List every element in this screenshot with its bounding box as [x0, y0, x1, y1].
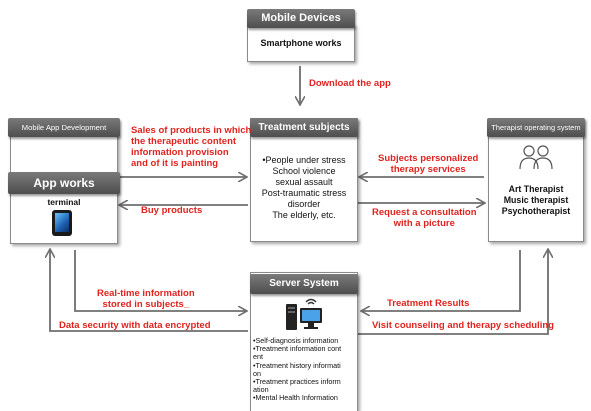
mobile-devices-body: Smartphone works — [260, 38, 342, 48]
sales-products-label: Sales of products in which the therapeut… — [131, 125, 251, 169]
subject-line: •People under stress — [262, 155, 346, 165]
treatment-results-arrow — [362, 250, 521, 311]
tablet-icon — [52, 210, 72, 236]
realtime-info-arrow — [74, 250, 246, 311]
subject-line: Post-traumatic stress — [261, 188, 347, 198]
people-icon — [519, 145, 553, 170]
visit-counseling-label: Visit counseling and therapy scheduling — [372, 320, 554, 331]
treatment-subjects-list: •People under stress School violence sex… — [252, 155, 356, 221]
sales-line: Sales of products in which — [131, 125, 252, 136]
buy-products-label: Buy products — [141, 205, 203, 216]
role-art-therapist: Art Therapist — [508, 184, 564, 194]
terminal-label: terminal — [47, 197, 81, 207]
therapist-roles: Art Therapist Music therapist Psychother… — [488, 184, 584, 217]
subjects-personalized-label: Subjects personalized therapy services — [378, 153, 478, 175]
realtime-line: Real-time information — [97, 288, 195, 299]
server-system-box — [250, 272, 358, 411]
data-security-arrow — [50, 250, 248, 332]
visit-counseling-arrow — [358, 250, 548, 335]
request-consultation-label: Request a consultation with a picture — [372, 207, 477, 229]
server-item: on — [253, 368, 261, 378]
sales-line: information provision — [131, 147, 229, 158]
server-item: •Treatment practices inform — [253, 377, 341, 387]
consultation-line: Request a consultation — [372, 207, 477, 218]
computer-server-icon — [286, 298, 322, 330]
server-item: ation — [253, 385, 269, 395]
consultation-line: with a picture — [393, 218, 455, 229]
personalized-line: therapy services — [390, 164, 466, 175]
subject-line: School violence — [272, 166, 336, 176]
subject-line: The elderly, etc. — [272, 210, 336, 220]
mobile-devices-box — [247, 24, 355, 62]
role-psychotherapist: Psychotherapist — [501, 206, 571, 216]
treatment-subjects-box — [250, 118, 358, 242]
role-music-therapist: Music therapist — [503, 195, 569, 205]
server-item: •Treatment information cont — [253, 344, 342, 354]
subject-line: disorder — [287, 199, 321, 209]
download-app-label: Download the app — [309, 78, 391, 89]
server-item: •Self-diagnosis information — [253, 337, 339, 345]
server-system-header: Server System — [250, 274, 358, 294]
personalized-line: Subjects personalized — [378, 153, 479, 164]
server-item: ent — [253, 352, 263, 362]
treatment-results-label: Treatment Results — [387, 298, 470, 309]
mobile-app-dev-header: Mobile App Development — [8, 118, 120, 137]
sales-line: and of it is painting — [131, 158, 219, 169]
server-item: •Treatment history informati — [253, 360, 341, 370]
mobile-devices-header: Mobile Devices — [247, 9, 355, 28]
server-item: •Mental Health Information — [253, 393, 338, 403]
therapist-system-header: Therapist operating system — [487, 118, 585, 137]
therapist-system-box — [488, 118, 584, 242]
subject-line: sexual assault — [275, 177, 333, 187]
app-works-header: App works — [8, 172, 120, 194]
treatment-subjects-header: Treatment subjects — [250, 118, 358, 137]
realtime-info-label: Real-time information stored in subjects… — [97, 288, 195, 310]
realtime-line: stored in subjects_ — [102, 299, 190, 310]
sales-line: the therapeutic content — [131, 136, 237, 147]
data-security-label: Data security with data encrypted — [59, 320, 211, 331]
server-items-list: •Self-diagnosis information •Treatment i… — [253, 337, 357, 403]
